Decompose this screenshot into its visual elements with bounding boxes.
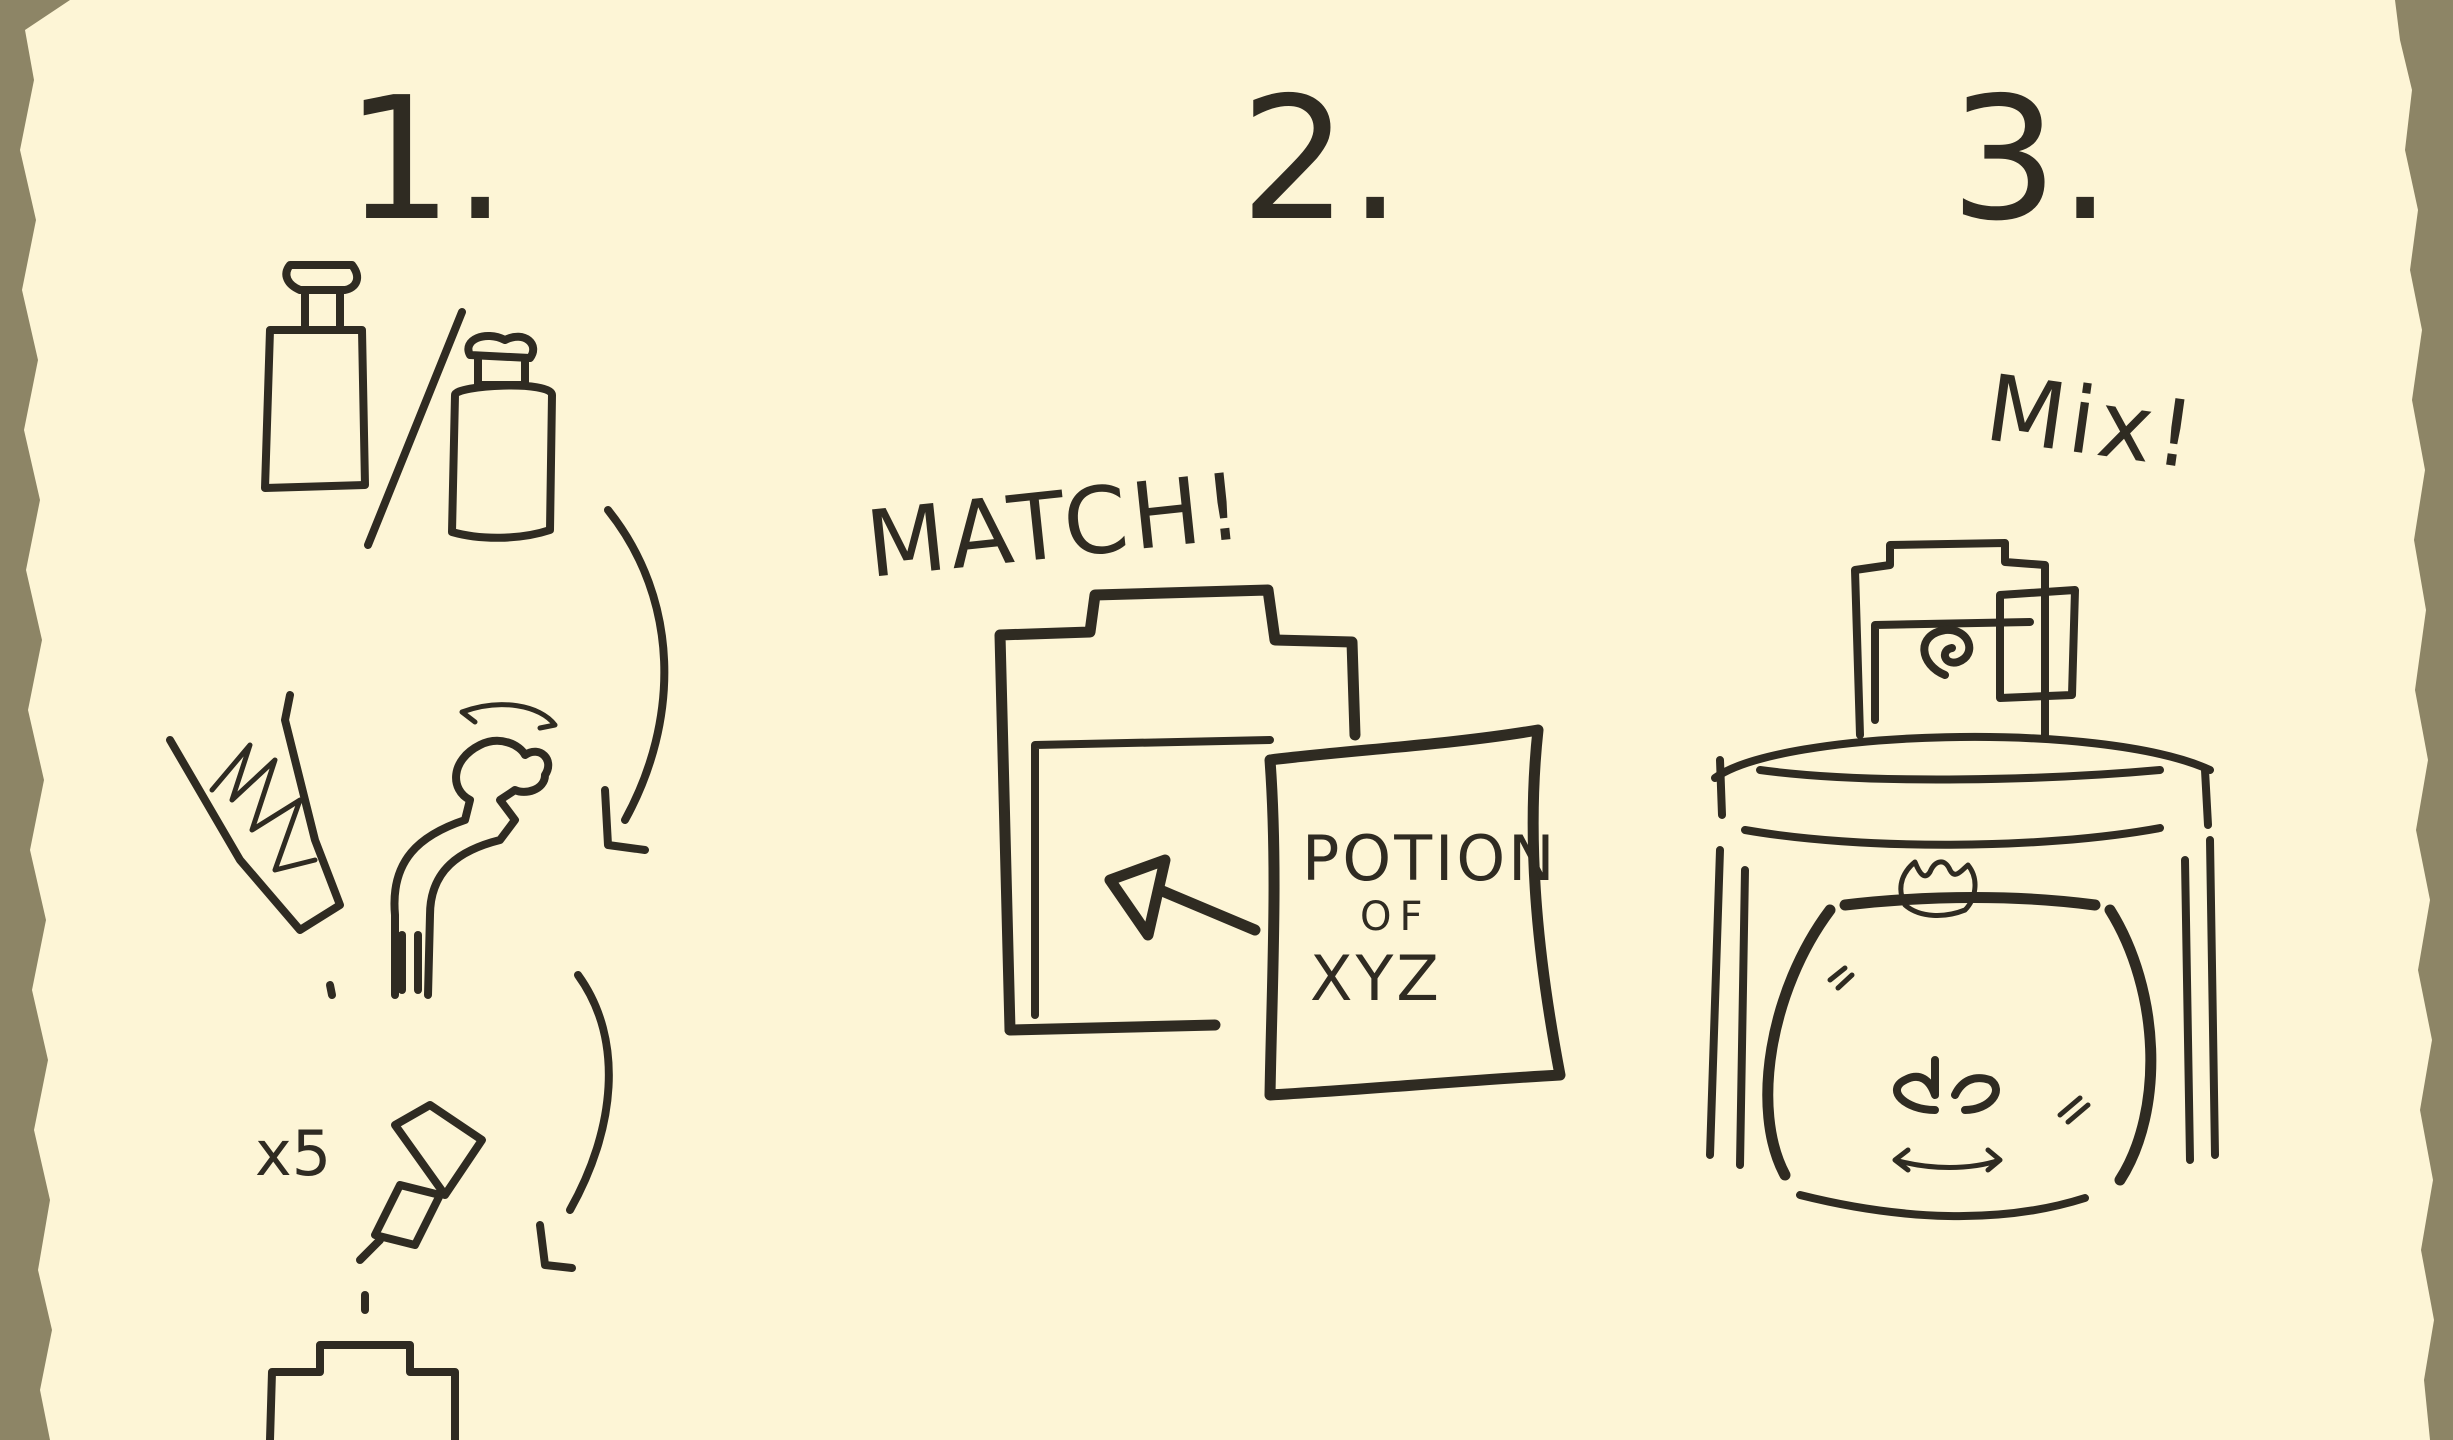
parchment-sheet [20, 0, 2434, 1440]
dropper-icon [356, 1101, 486, 1314]
cauldron-icon [1706, 733, 2219, 1221]
step-1: 1. [166, 61, 669, 1440]
water-tap-icon [390, 702, 558, 999]
step-1-number: 1. [345, 61, 507, 259]
arrow-icon [1104, 854, 1261, 941]
potion-label-icon: POTION OF XYZ [1264, 724, 1566, 1101]
step-2: 2. MATCH! POTION OF XYZ [861, 61, 1566, 1101]
flame-icon [1898, 859, 1978, 918]
stir-icon [1892, 1056, 2003, 1173]
curved-arrow-icon [536, 971, 613, 1272]
potion-bottle-icon [1851, 539, 2079, 739]
step-2-number: 2. [1240, 61, 1402, 259]
potion-bottle-icon [266, 1341, 459, 1440]
square-bottle-icon [261, 261, 369, 492]
curved-arrow-icon [601, 506, 669, 854]
label-line-1: POTION [1302, 822, 1558, 895]
step-1-multiplier: x5 [255, 1117, 331, 1190]
label-line-2: OF [1360, 894, 1431, 940]
step-3-number: 3. [1950, 61, 2112, 259]
knife-chopping-icon [166, 691, 344, 999]
round-bottle-icon [448, 332, 556, 542]
potion-bottle-icon [994, 584, 1361, 1036]
label-line-3: XYZ [1310, 942, 1442, 1015]
